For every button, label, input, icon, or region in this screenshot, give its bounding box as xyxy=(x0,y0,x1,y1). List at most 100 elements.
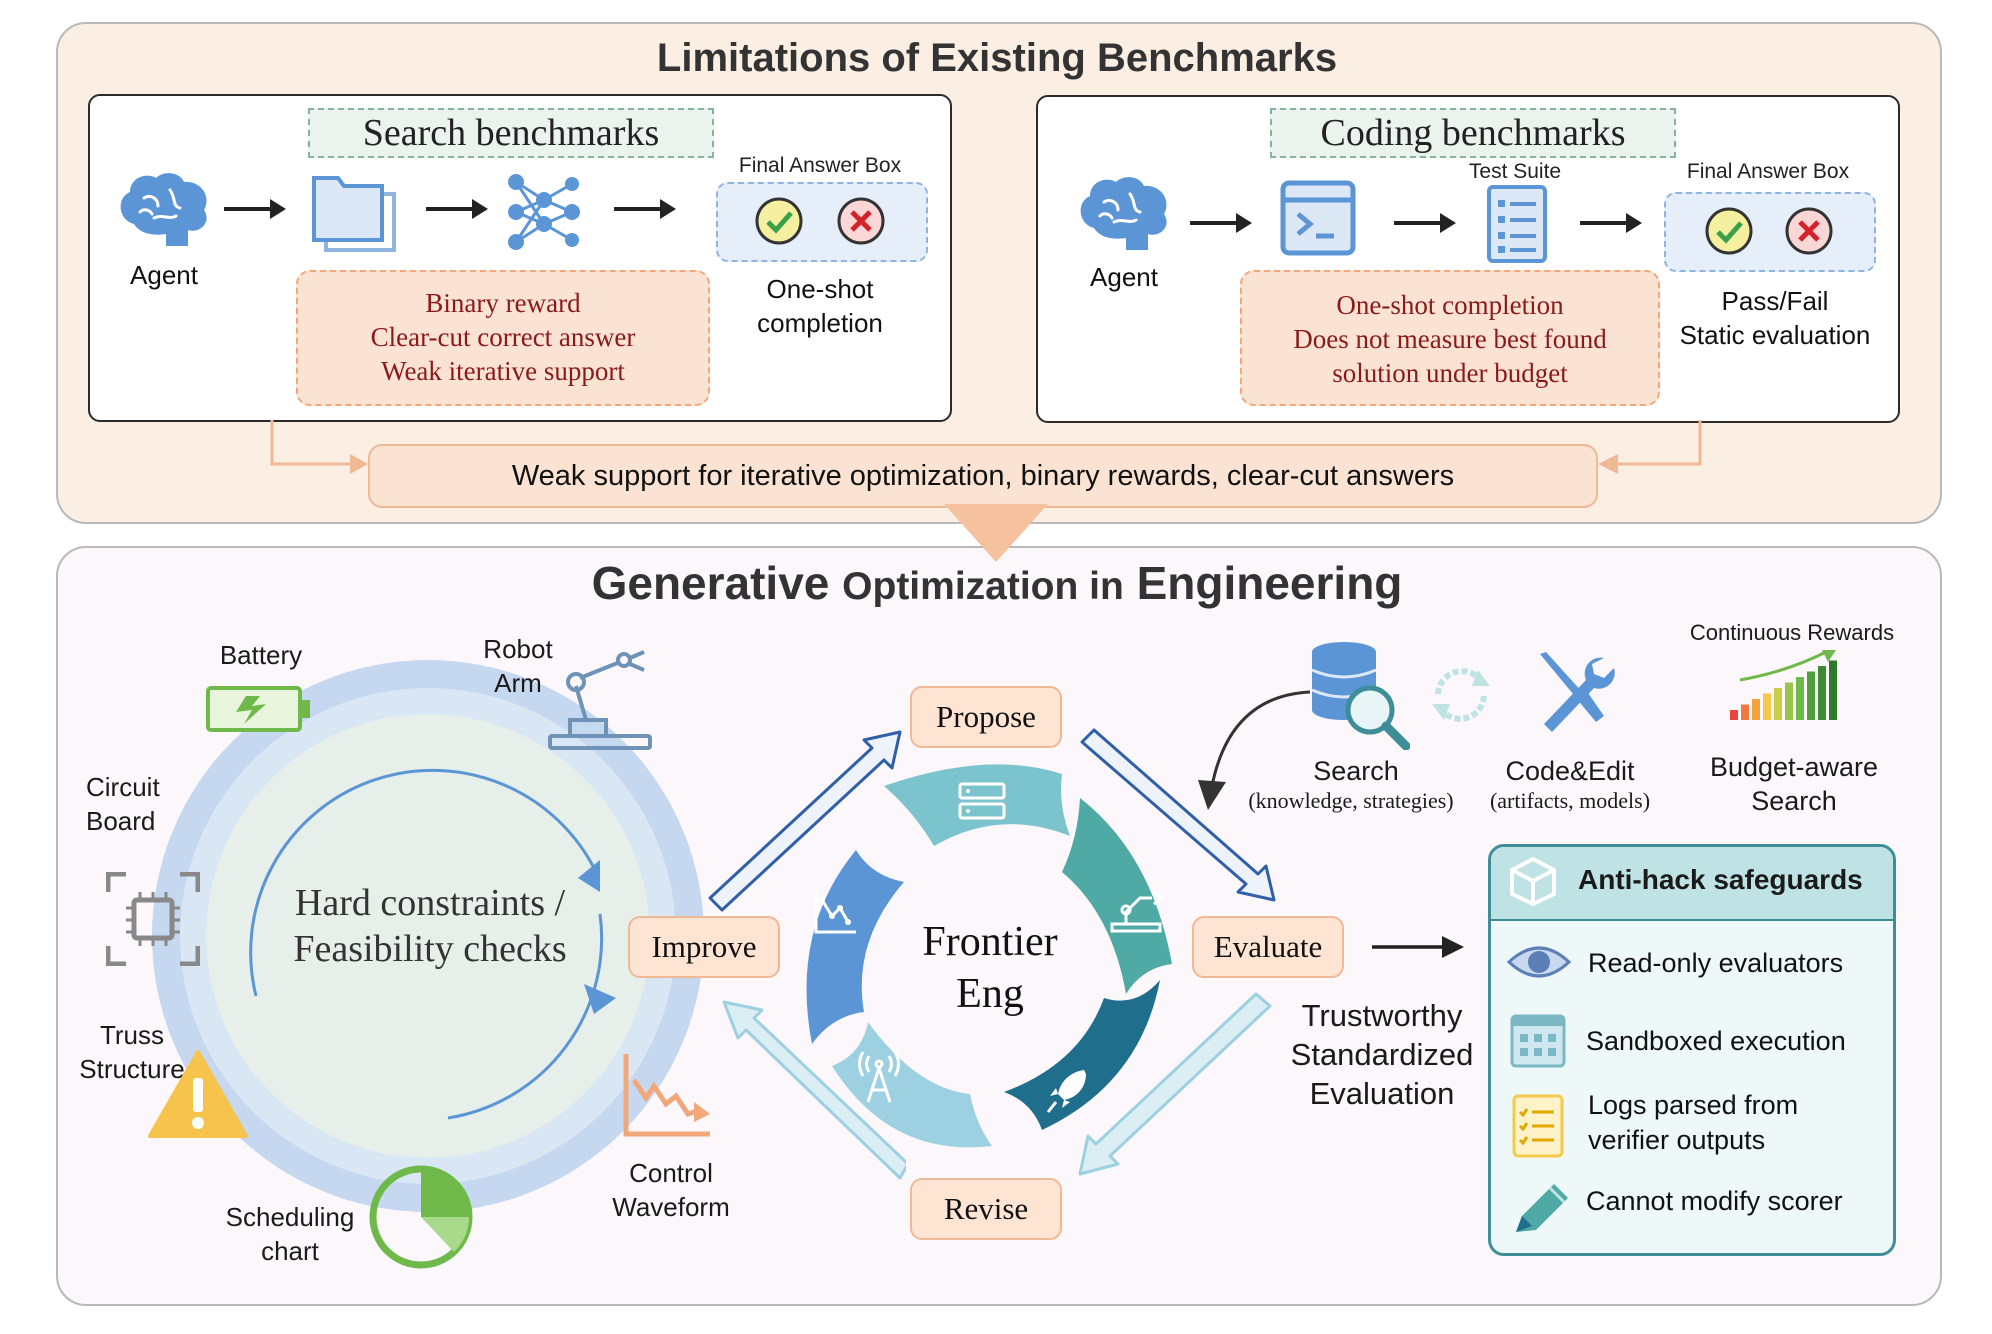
trustworthy-evaluation: Trustworthy Standardized Evaluation xyxy=(1290,998,1474,1111)
title-word: Optimization in xyxy=(842,565,1124,608)
check-icon xyxy=(1705,207,1753,255)
arrow-right-icon xyxy=(614,199,676,219)
waveform-icon xyxy=(623,1054,710,1137)
arrow-right-icon xyxy=(1394,213,1456,233)
coding-issues-box: One-shot completion Does not measure bes… xyxy=(1240,270,1660,406)
cube-icon xyxy=(1510,857,1556,906)
search-issue: Binary reward xyxy=(425,288,581,318)
circuit-board-label: Circuit Board xyxy=(86,772,160,836)
robot-arm-icon xyxy=(1110,890,1165,933)
search-tool-label: Search xyxy=(1313,756,1399,786)
arrow-right-icon xyxy=(1372,936,1464,958)
continuous-rewards-label: Continuous Rewards xyxy=(1689,620,1895,645)
search-final-answer-label: Final Answer Box xyxy=(738,154,902,177)
truss-label: Truss Structure xyxy=(79,1020,185,1084)
database-search-icon xyxy=(1311,642,1410,750)
reward-bar xyxy=(1796,677,1804,720)
control-waveform-label: Control Waveform xyxy=(612,1158,730,1222)
limitations-title: Limitations of Existing Benchmarks xyxy=(656,36,1338,80)
search-issue: Weak iterative support xyxy=(381,356,625,386)
coding-outcome: Pass/Fail Static evaluation xyxy=(1679,286,1871,350)
pen-icon xyxy=(1516,1184,1568,1232)
search-tool-sub: (knowledge, strategies) xyxy=(1248,788,1454,813)
antihack-item: Sandboxed execution xyxy=(1586,1026,1846,1056)
reward-bar xyxy=(1752,699,1760,720)
reward-bar xyxy=(1730,710,1738,720)
check-icon xyxy=(755,197,803,245)
arrow-right-icon xyxy=(1190,213,1252,233)
antihack-item: Read-only evaluators xyxy=(1588,948,1844,978)
cross-icon xyxy=(837,197,885,245)
eye-icon xyxy=(1506,946,1572,978)
code-edit-label: Code&Edit xyxy=(1505,756,1635,786)
antenna-icon xyxy=(858,1051,900,1103)
rewards-bars-icon xyxy=(1730,650,1837,720)
battery-icon xyxy=(206,686,310,732)
arrow-right-icon xyxy=(426,199,488,219)
network-icon xyxy=(508,174,580,250)
coding-benchmarks-title: Coding benchmarks xyxy=(1270,108,1676,158)
terminal-icon xyxy=(1280,180,1356,256)
search-issue: Clear-cut correct answer xyxy=(370,322,636,352)
rocket-icon xyxy=(1046,1070,1086,1113)
antihack-title: Anti-hack safeguards xyxy=(1578,864,1863,895)
brain-icon xyxy=(120,173,207,246)
antihack-item: Logs parsed from verifier outputs xyxy=(1588,1090,1799,1155)
search-benchmarks-title: Search benchmarks xyxy=(308,108,714,158)
reward-bar xyxy=(1785,682,1793,720)
curved-arrow-icon xyxy=(1198,690,1311,810)
search-outcome: One-shot completion xyxy=(757,274,883,338)
coding-final-answer-label: Final Answer Box xyxy=(1686,160,1850,183)
improve-step: Improve xyxy=(628,916,780,978)
reward-bar xyxy=(1774,688,1782,720)
down-arrow-icon xyxy=(944,504,1048,562)
title-word: Engineering xyxy=(1136,557,1403,609)
coding-final-answer-box xyxy=(1664,192,1876,272)
robot-arm-icon xyxy=(548,650,652,750)
line-chart-icon xyxy=(814,892,856,934)
arrow-right-icon xyxy=(224,199,286,219)
reward-bar xyxy=(1818,666,1826,720)
antihack-header xyxy=(1491,847,1893,921)
evaluate-step: Evaluate xyxy=(1192,916,1344,978)
arc-arrowhead xyxy=(584,984,616,1014)
folder-icon xyxy=(312,176,396,252)
reward-bar xyxy=(1829,660,1837,720)
cross-icon xyxy=(1785,207,1833,255)
frontier-eng-center: Frontier Eng xyxy=(922,919,1058,1017)
code-edit-sub: (artifacts, models) xyxy=(1489,788,1651,813)
refresh-icon xyxy=(1432,668,1490,722)
warning-icon xyxy=(148,1050,248,1138)
connector-right xyxy=(1598,420,1702,474)
checklist-icon xyxy=(1487,185,1547,263)
battery-label: Battery xyxy=(219,640,303,670)
server-icon xyxy=(958,782,1006,820)
coding-issue: One-shot completion xyxy=(1336,290,1564,320)
generative-optimization-title: Generative Optimization in Engineering xyxy=(56,556,1938,610)
pie-chart-icon xyxy=(369,1165,473,1269)
reward-bar xyxy=(1807,671,1815,720)
arrow-revise-to-improve xyxy=(722,1000,906,1180)
search-agent-label: Agent xyxy=(130,260,198,290)
coding-issue: Does not measure best found xyxy=(1293,324,1607,354)
circuit-board-icon xyxy=(106,872,200,966)
search-issues-box: Binary reward Clear-cut correct answer W… xyxy=(296,270,710,406)
reward-bar xyxy=(1763,693,1771,720)
coding-agent-label: Agent xyxy=(1090,262,1158,292)
arrow-propose-to-evaluate xyxy=(1080,728,1276,902)
revise-step: Revise xyxy=(910,1178,1062,1240)
title-word: Generative xyxy=(591,557,830,609)
brain-icon xyxy=(1080,177,1167,250)
test-suite-label: Test Suite xyxy=(1468,160,1562,183)
tools-icon xyxy=(1540,652,1615,732)
sandbox-grid-icon xyxy=(1510,1014,1566,1068)
antihack-item: Cannot modify scorer xyxy=(1586,1186,1843,1216)
weak-support-summary: Weak support for iterative optimization,… xyxy=(368,444,1598,508)
budget-aware-search-label: Budget-aware Search xyxy=(1709,752,1879,816)
logs-checklist-icon xyxy=(1512,1094,1564,1158)
scheduling-label: Scheduling chart xyxy=(225,1202,355,1266)
reward-bar xyxy=(1741,704,1749,720)
constraints-ring xyxy=(152,660,704,1212)
arrow-evaluate-to-revise xyxy=(1078,992,1272,1176)
arrow-improve-to-propose xyxy=(708,730,902,912)
